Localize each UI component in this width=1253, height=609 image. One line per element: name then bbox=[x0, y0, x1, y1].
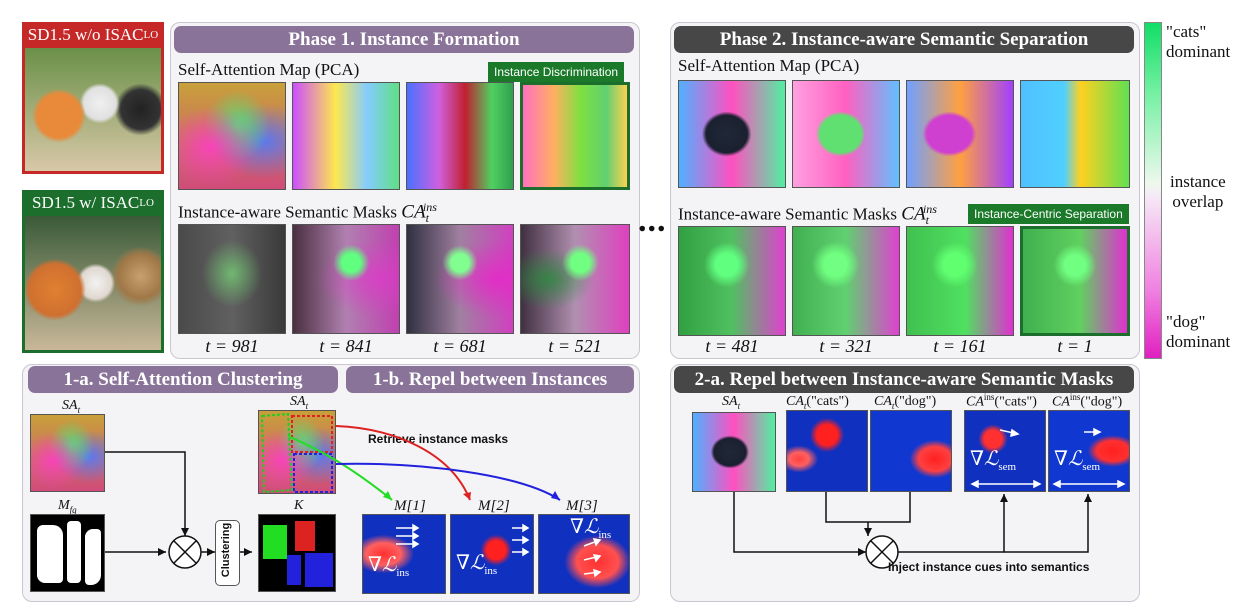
phase1-timestep-1: t = 981 bbox=[205, 336, 259, 356]
phase1-sa-map-3 bbox=[406, 82, 514, 190]
phase2-mask-3 bbox=[906, 226, 1014, 336]
section2a-ca-cats-map bbox=[786, 410, 868, 492]
section1b-retrieve-label: Retrieve instance masks bbox=[368, 432, 509, 446]
phase2-sa-map-3 bbox=[906, 80, 1014, 188]
colorbar bbox=[1144, 22, 1162, 359]
section2a-title: 2-a. Repel between Instance-aware Semant… bbox=[674, 366, 1134, 393]
section1a-k-label: K bbox=[294, 498, 304, 513]
section1b-m2-label: M[2] bbox=[478, 498, 510, 514]
section1a-mfg-label: Mfg bbox=[58, 498, 77, 515]
section1b-m1-label: M[1] bbox=[394, 498, 426, 514]
phase1-timestep-4: t = 521 bbox=[548, 336, 602, 356]
ellipsis: ... bbox=[638, 202, 667, 239]
phase2-mask-4 bbox=[1020, 226, 1130, 336]
section2a-cains-dog-label: CAins("dog") bbox=[1052, 392, 1123, 410]
section1a-k-map bbox=[258, 514, 336, 592]
section1b-region-outlines bbox=[260, 412, 333, 494]
phase1-mask-2 bbox=[292, 224, 400, 334]
section2a-inject-label: Inject instance cues into semantics bbox=[888, 560, 1090, 574]
phase1-timestep-2: t = 841 bbox=[319, 336, 373, 356]
phase1-sa-map-2 bbox=[292, 82, 400, 190]
colorbar-bottom-label: "dog" dominant bbox=[1166, 312, 1231, 351]
section2a-ca-dog-label: CAt("dog") bbox=[874, 394, 937, 411]
section2a-sa-map bbox=[692, 412, 776, 492]
phase1-mask-3 bbox=[406, 224, 514, 334]
phase2-title: Phase 2. Instance-aware Semantic Separat… bbox=[674, 26, 1134, 53]
section1b-m3-label: M[3] bbox=[566, 498, 598, 514]
section2a-cains-dog-map bbox=[1048, 410, 1130, 492]
section1b-loss-3: ∇ℒins bbox=[570, 516, 612, 541]
phase2-timestep-3: t = 161 bbox=[933, 336, 987, 356]
colorbar-mid-label: instance overlap bbox=[1170, 172, 1226, 211]
sample-with-image bbox=[25, 216, 161, 350]
colorbar-top-label: "cats" dominant bbox=[1166, 22, 1231, 61]
phase1-tag: Instance Discrimination bbox=[488, 62, 625, 82]
section1a-title: 1-a. Self-Attention Clustering bbox=[28, 366, 338, 393]
section2a-ca-cats-label: CAt("cats") bbox=[786, 394, 849, 411]
section2a-loss-1: ∇ℒsem bbox=[970, 448, 1017, 473]
section1a-sa-label: SAt bbox=[62, 398, 81, 415]
section1a-clustering-box bbox=[215, 520, 240, 586]
section2a-cains-cats-label: CAins("cats") bbox=[966, 392, 1037, 410]
section1a-connectors bbox=[105, 451, 252, 569]
phase2-timestep-1: t = 481 bbox=[705, 336, 759, 356]
phase2-mask-2 bbox=[792, 226, 900, 336]
phase2-mask-label: Instance-aware Semantic Masks CAtins bbox=[678, 202, 937, 228]
phase1-sa-label: Self-Attention Map (PCA) bbox=[178, 60, 360, 79]
phase1-title: Phase 1. Instance Formation bbox=[174, 26, 634, 53]
section2a-loss-2: ∇ℒsem bbox=[1054, 448, 1101, 473]
section1b-mask-3 bbox=[538, 514, 630, 594]
sample-without-image bbox=[25, 48, 161, 171]
phase1-sa-map-4 bbox=[520, 82, 630, 190]
phase1-mask-label: Instance-aware Semantic Masks CAtins bbox=[178, 200, 437, 226]
phase2-sa-map-4 bbox=[1020, 80, 1130, 188]
section1a-fg-mask bbox=[30, 514, 105, 592]
phase2-tag: Instance-Centric Separation bbox=[968, 204, 1129, 224]
phase2-timestep-2: t = 321 bbox=[819, 336, 873, 356]
phase1-mask-1 bbox=[178, 224, 286, 334]
phase2-mask-1 bbox=[678, 226, 786, 336]
section1b-loss-2: ∇ℒins bbox=[456, 552, 498, 577]
phase2-timestep-4: t = 1 bbox=[1057, 336, 1093, 356]
section1b-gradient-arrows bbox=[396, 523, 602, 578]
section1a-sa-map bbox=[30, 414, 105, 492]
section1b-sa-label: SAt bbox=[290, 394, 309, 411]
section1b-loss-1: ∇ℒins bbox=[368, 554, 410, 579]
section2a-ca-dog-map bbox=[870, 410, 952, 492]
section1b-retrieve-arrows bbox=[287, 425, 561, 501]
phase1-timestep-3: t = 681 bbox=[433, 336, 487, 356]
phase2-sa-map-1 bbox=[678, 80, 786, 188]
phase1-mask-4 bbox=[520, 224, 630, 334]
section1b-title: 1-b. Repel between Instances bbox=[346, 366, 634, 393]
phase2-sa-label: Self-Attention Map (PCA) bbox=[678, 56, 860, 75]
section2a-cains-cats-map bbox=[964, 410, 1046, 492]
phase2-sa-map-2 bbox=[792, 80, 900, 188]
section2a-sa-label: SAt bbox=[722, 394, 741, 411]
phase1-sa-map-1 bbox=[178, 82, 286, 190]
